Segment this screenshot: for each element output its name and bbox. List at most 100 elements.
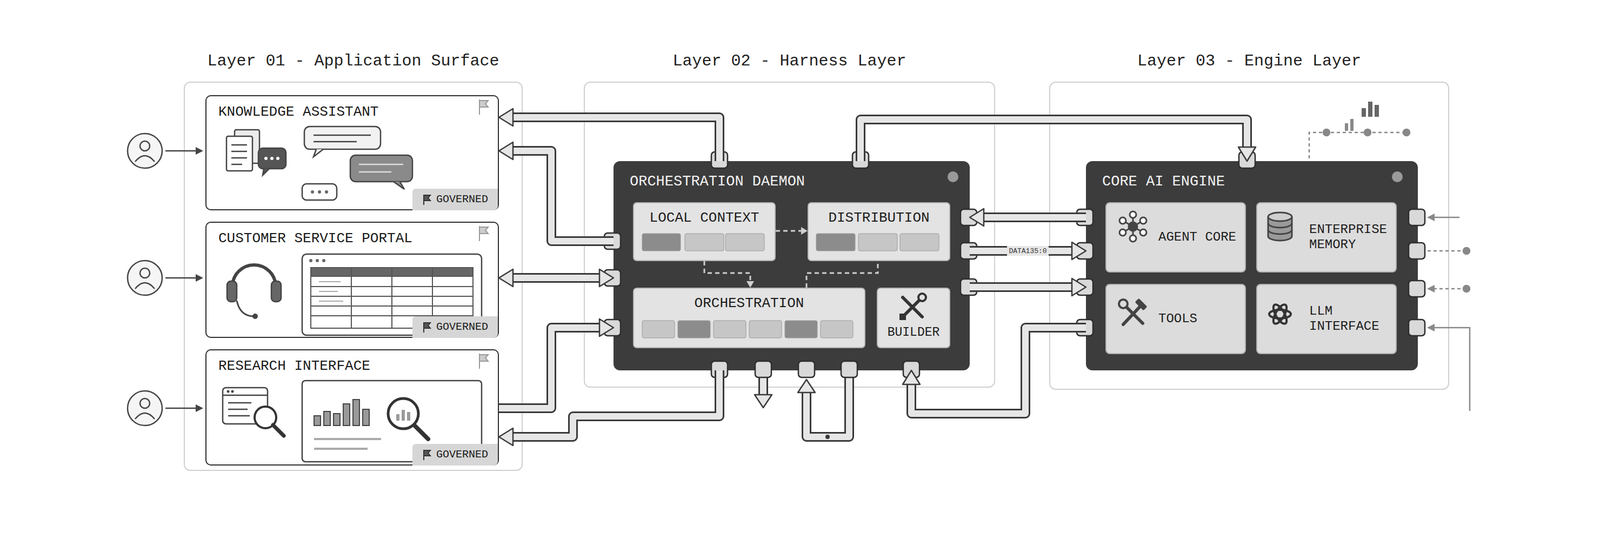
signal-wire — [1368, 101, 1373, 117]
context-cell — [816, 233, 856, 251]
pipe-connector — [498, 370, 720, 446]
headset-icon — [271, 281, 282, 302]
port — [1408, 319, 1425, 336]
chart-panel — [314, 447, 368, 450]
document-icon — [231, 144, 248, 146]
document-icon — [226, 129, 260, 171]
table-window — [310, 315, 473, 317]
node-text: GOVERNED — [436, 320, 489, 334]
document-icon — [231, 163, 243, 166]
signal-wire — [1364, 129, 1371, 136]
arrow-head — [599, 318, 614, 337]
chart-panel — [343, 403, 350, 426]
arrow-head — [498, 269, 513, 287]
search-browser-icon — [222, 394, 268, 397]
layer-panel: GOVERNEDKNOWLEDGE ASSISTANTGOVERNEDCUSTO… — [183, 81, 523, 471]
port — [1076, 242, 1093, 259]
context-cell — [820, 320, 853, 338]
tools-icon — [1118, 298, 1148, 325]
node-text: AGENT CORE — [1158, 229, 1237, 245]
signal-wire — [1427, 213, 1435, 222]
chart-panel — [302, 380, 482, 462]
chart-panel — [401, 409, 405, 421]
signal-wire — [1361, 108, 1366, 117]
context-cell — [900, 233, 939, 251]
flag-icon — [422, 193, 432, 206]
node-text: Layer 02 - Harness Layer — [672, 51, 906, 71]
port — [1076, 319, 1093, 336]
port — [604, 269, 621, 286]
chart-panel — [314, 437, 382, 440]
tools-icon — [1123, 305, 1141, 325]
node-text: LOCAL CONTEXT — [649, 209, 760, 227]
port — [604, 151, 1425, 378]
agent-network-icon — [1132, 226, 1144, 233]
pipe-outline — [969, 282, 1073, 292]
signal-wire — [1434, 288, 1467, 290]
chat-bubble — [270, 156, 274, 160]
table-window — [350, 267, 352, 329]
database-icon — [1268, 212, 1292, 222]
loop-pipe — [758, 377, 769, 396]
chart-panel — [352, 399, 360, 426]
chat-bubble — [393, 181, 405, 190]
chat-bubble — [358, 163, 404, 166]
user-arrow — [165, 150, 197, 152]
pipe-outline — [969, 245, 1073, 256]
builder-icon — [902, 297, 923, 317]
chat-bubble — [258, 148, 286, 169]
chat-bubble — [313, 141, 357, 143]
agent-network-icon — [1119, 229, 1126, 236]
user-arrow — [165, 147, 204, 412]
table-window — [310, 267, 473, 329]
chat-bubble — [358, 171, 392, 173]
pipe-fill — [911, 327, 1086, 414]
agent-network-icon — [1132, 214, 1135, 227]
table-window — [431, 267, 433, 329]
chat-bubble — [324, 190, 329, 194]
pipe-outline — [982, 212, 1086, 223]
pipe-outline — [511, 370, 720, 437]
pipe-fill — [860, 119, 1248, 162]
database-icon — [1268, 212, 1292, 241]
context-cell — [684, 233, 724, 251]
loop-pipe — [806, 377, 850, 437]
context-cell — [642, 320, 675, 338]
context-cell — [725, 233, 765, 251]
chart-panel — [314, 415, 321, 426]
tools-icon — [1124, 304, 1143, 324]
governed-badge: GOVERNED — [412, 188, 498, 211]
loop-pipe — [754, 394, 772, 408]
arrow-head — [969, 208, 984, 226]
user-icon — [135, 155, 155, 162]
pipe-connector — [969, 242, 1086, 260]
user-icon — [140, 268, 150, 278]
chart-panel — [302, 380, 482, 462]
search-browser-icon — [228, 415, 250, 417]
port — [798, 361, 815, 378]
pipe-connector — [498, 318, 614, 409]
agent-network-icon — [1128, 222, 1138, 231]
signal-wire — [1434, 216, 1460, 219]
dashed-flow — [806, 261, 878, 288]
table-window — [309, 258, 313, 263]
agent-network-icon — [1119, 211, 1147, 242]
pipe-outline — [511, 117, 720, 162]
signal-wire — [1463, 285, 1470, 292]
flag-icon — [423, 322, 431, 333]
agent-network-icon — [1132, 226, 1135, 239]
user-icon — [127, 133, 163, 426]
pipe-outline — [511, 272, 601, 283]
chat-bubble — [317, 190, 322, 194]
user-arrow — [195, 274, 204, 282]
user-icon — [135, 282, 155, 289]
llm-icon — [1270, 302, 1290, 326]
flag-icon — [479, 225, 489, 242]
port — [711, 151, 728, 169]
pipe-connector — [969, 208, 1086, 226]
port — [1408, 280, 1425, 297]
context-cell — [858, 233, 898, 251]
search-browser-icon — [222, 387, 268, 424]
daemon-box: LOCAL CONTEXTDISTRIBUTIONORCHESTRATIONBU… — [613, 161, 970, 371]
